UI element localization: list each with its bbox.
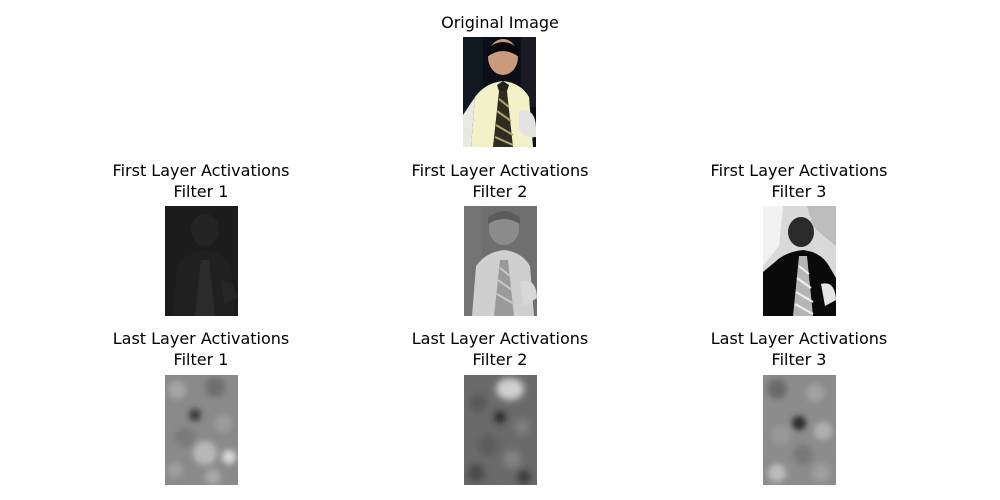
last-layer-filter-3-activation [763, 375, 836, 485]
first-layer-filter-1-title: First Layer Activations Filter 1 [112, 161, 290, 201]
first-layer-filter-2-activation [464, 206, 537, 316]
original-image-panel [463, 37, 536, 147]
last-layer-filter-2-title: Last Layer Activations Filter 2 [411, 329, 589, 369]
original-photo-person-in-tie [463, 37, 536, 147]
last-layer-filter-2-map [464, 375, 537, 485]
first-layer-filter-1-map [165, 206, 238, 316]
first-layer-filter-3-title: First Layer Activations Filter 3 [710, 161, 888, 201]
first-layer-filter-2-map [464, 206, 537, 316]
first-layer-filter-3-map [763, 206, 836, 316]
last-layer-filter-3-map [763, 375, 836, 485]
first-layer-filter-3-activation [763, 206, 836, 316]
first-layer-filter-1-activation [165, 206, 238, 316]
last-layer-filter-1-title: Last Layer Activations Filter 1 [112, 329, 290, 369]
last-layer-filter-3-title: Last Layer Activations Filter 3 [710, 329, 888, 369]
last-layer-filter-1-map [165, 375, 238, 485]
last-layer-filter-2-activation [464, 375, 537, 485]
last-layer-filter-1-activation [165, 375, 238, 485]
original-image-title: Original Image [441, 13, 559, 32]
first-layer-filter-2-title: First Layer Activations Filter 2 [411, 161, 589, 201]
